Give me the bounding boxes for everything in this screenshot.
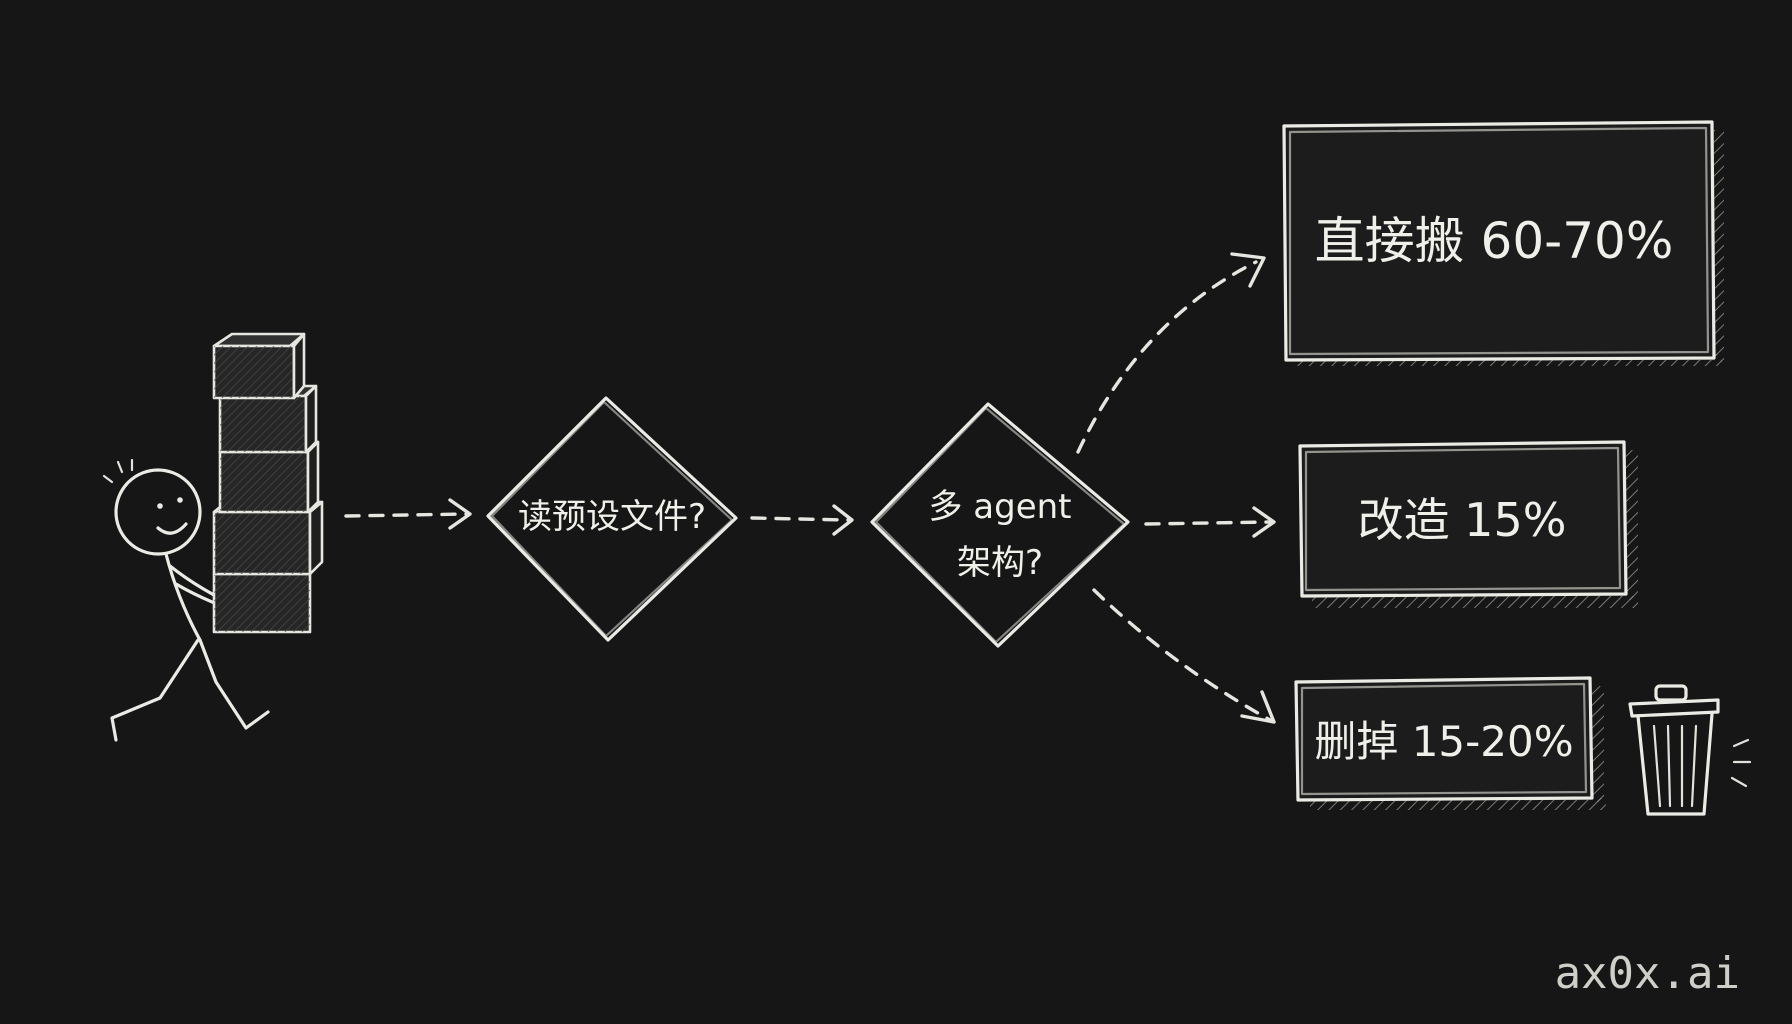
stick-figure-carrying-boxes <box>102 332 324 742</box>
arrow-to-outcome-1 <box>1076 252 1266 454</box>
figure-leg-left <box>110 638 200 742</box>
arrow-to-outcome-2 <box>1144 506 1276 538</box>
trash-can-icon <box>1628 684 1752 816</box>
outcome-box-modify: 改造 15% <box>1298 440 1638 608</box>
decision-diamond-multi-agent: 多 agent 架构? <box>870 402 1130 648</box>
figure-body <box>164 552 202 642</box>
decision-2-label-line1: 多 agent <box>928 487 1071 527</box>
figure-leg-right <box>198 638 270 730</box>
arrow-to-outcome-3 <box>1092 588 1276 724</box>
decision-1-label: 读预设文件? <box>518 497 706 537</box>
decision-diamond-read-preset: 读预设文件? <box>486 396 738 642</box>
watermark: ax0x.ai <box>1555 948 1740 999</box>
arrow-to-decision-2 <box>750 504 854 536</box>
outcome-2-label: 改造 15% <box>1358 493 1567 547</box>
box-stack <box>212 332 324 634</box>
figure-head <box>114 468 202 556</box>
motion-lines <box>102 458 134 484</box>
outcome-1-label: 直接搬 60-70% <box>1315 212 1674 270</box>
arrow-to-decision-1 <box>344 498 472 530</box>
decision-2-label-line2: 架构? <box>957 543 1043 583</box>
outcome-box-direct-move: 直接搬 60-70% <box>1282 120 1724 366</box>
outcome-box-delete: 删掉 15-20% <box>1294 676 1606 810</box>
outcome-3-label: 删掉 15-20% <box>1314 717 1573 766</box>
